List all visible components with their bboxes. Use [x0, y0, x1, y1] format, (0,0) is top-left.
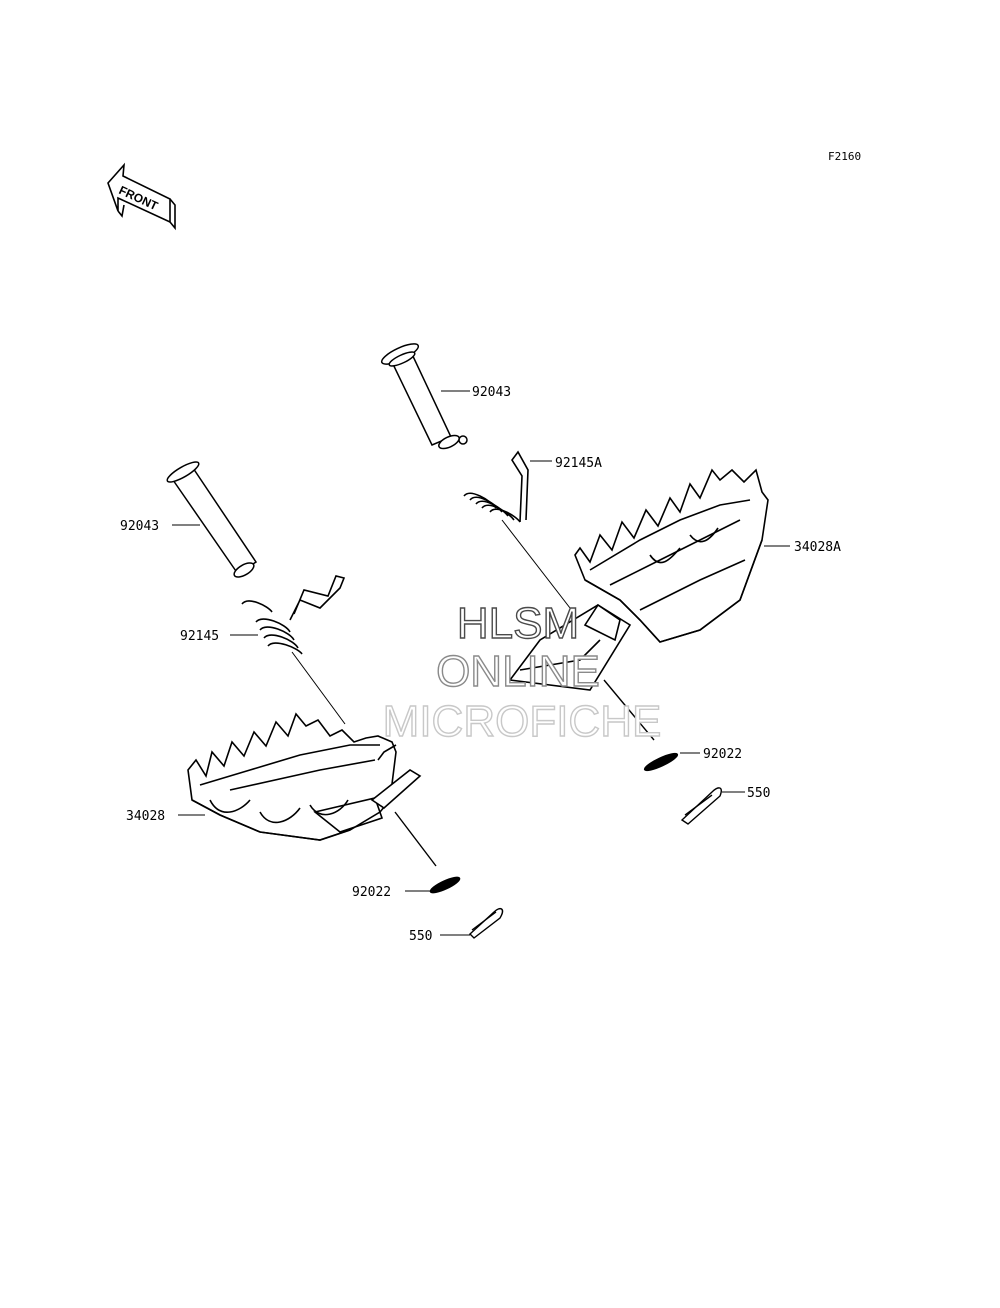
washer-right: [603, 679, 700, 772]
washer-left: [394, 811, 461, 894]
callout-cotter-left: 550: [409, 929, 432, 944]
cotter-right: [680, 787, 745, 825]
watermark-line2: ONLINE: [436, 647, 600, 696]
watermark-line3: MICROFICHE: [383, 697, 662, 746]
pin-left: [166, 461, 258, 578]
pin-right: [380, 343, 468, 450]
front-arrow-icon: FRONT: [107, 162, 176, 231]
callout-washer-left: 92022: [352, 885, 391, 900]
callout-spring-left: 92145: [180, 629, 219, 644]
footpeg-left: [187, 712, 422, 841]
spring-right: [463, 450, 529, 523]
footpeg-right: [508, 468, 769, 691]
figure-id: F2160: [828, 150, 861, 163]
callout-footpeg-right: 34028A: [794, 540, 841, 555]
cotter-left: [440, 907, 504, 939]
callout-pin-right: 92043: [472, 385, 511, 400]
callout-cotter-right: 550: [747, 786, 770, 801]
watermark-line1: HLSM: [457, 599, 579, 648]
callout-spring-right: 92145A: [555, 456, 602, 471]
spring-left: [241, 575, 346, 655]
callout-pin-left: 92043: [120, 519, 159, 534]
callout-washer-right: 92022: [703, 747, 742, 762]
callout-footpeg-left: 34028: [126, 809, 165, 824]
